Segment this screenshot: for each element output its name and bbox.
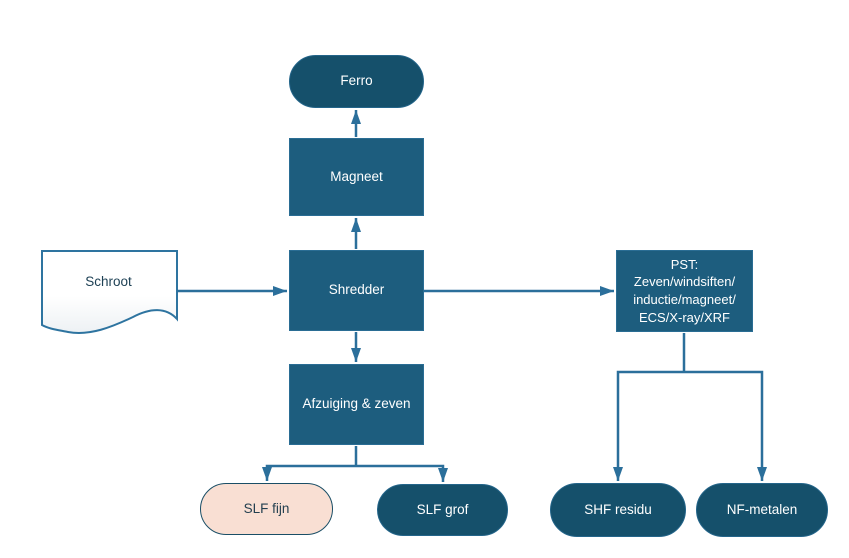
- node-slf-fijn: SLF fijn: [200, 483, 333, 535]
- node-shredder: Shredder: [289, 250, 424, 331]
- node-afzuiging-zeven: Afzuiging & zeven: [289, 364, 424, 445]
- node-slf-grof: SLF grof: [377, 484, 508, 536]
- node-pst: PST: Zeven/windsiften/ inductie/magneet/…: [616, 250, 753, 332]
- node-magneet: Magneet: [289, 138, 424, 216]
- node-schroot-label: Schroot: [85, 273, 132, 289]
- edge-afzuiging-slf-fijn: [262, 464, 356, 481]
- edge-afzuiging-slf-grof: [356, 464, 448, 482]
- node-ferro: Ferro: [289, 55, 424, 108]
- node-shf-residu: SHF residu: [550, 483, 686, 537]
- edge-pst-shf-residu: [613, 370, 684, 481]
- document-shape-schroot: [41, 250, 178, 334]
- edge-pst-nf-metalen: [684, 370, 767, 481]
- node-nf-metalen: NF-metalen: [696, 483, 828, 537]
